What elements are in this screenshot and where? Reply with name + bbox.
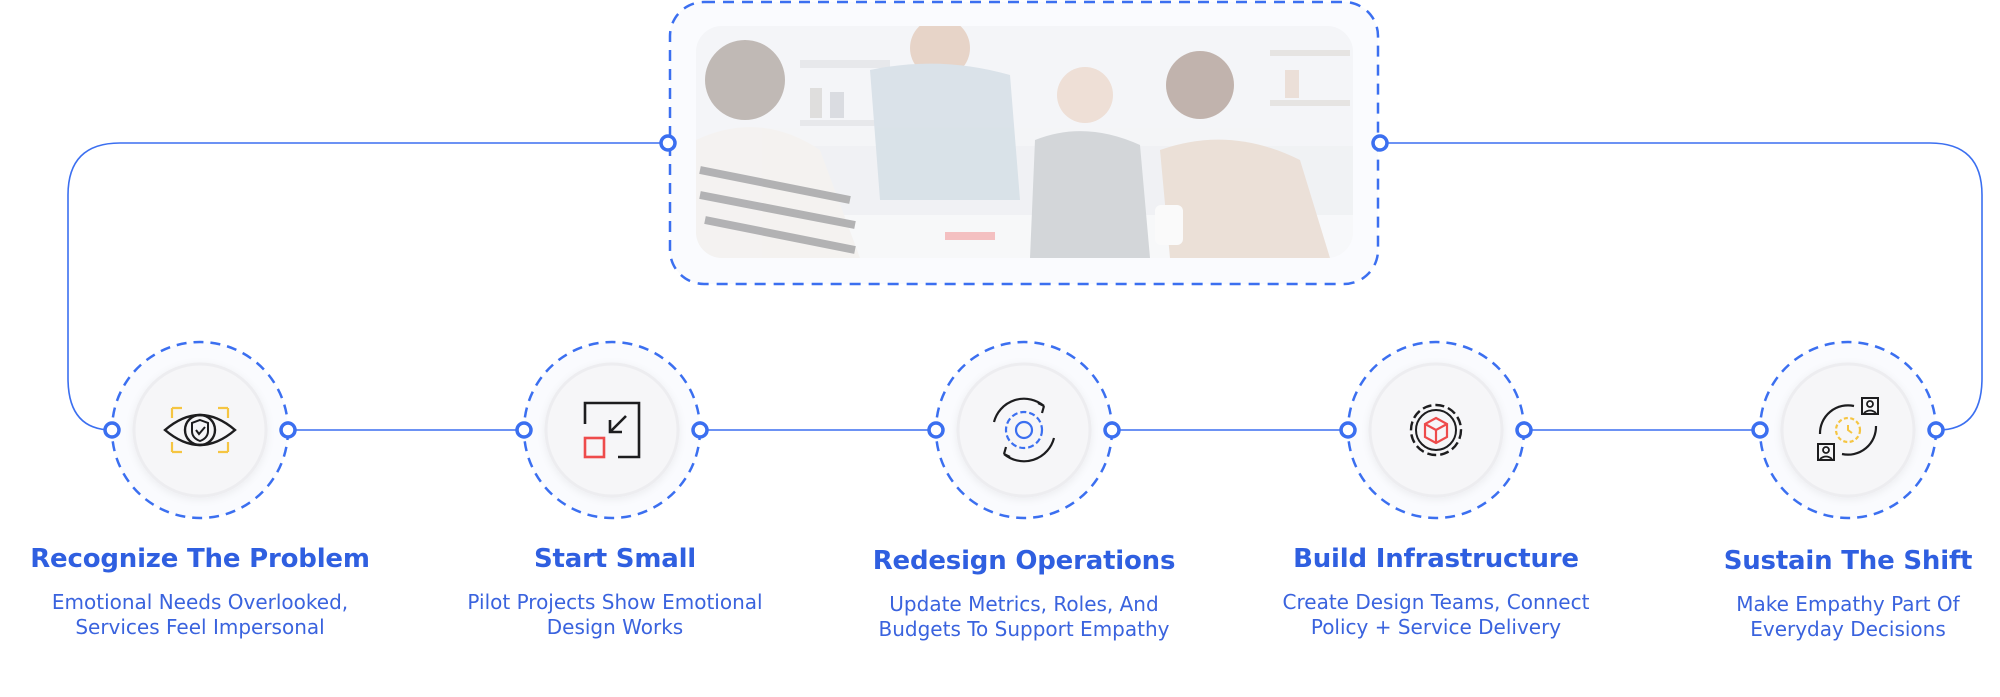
step-node-right — [1927, 421, 1945, 439]
connector-left-loop — [67, 142, 668, 431]
eye-shield-icon — [163, 406, 237, 454]
minimize-arrow-icon — [583, 401, 641, 459]
step-1: Recognize The Problem Emotional Needs Ov… — [10, 544, 390, 640]
step-title: Build Infrastructure — [1293, 544, 1579, 574]
step-description: Emotional Needs Overlooked, Services Fee… — [51, 590, 349, 639]
step-3: Redesign Operations Update Metrics, Role… — [834, 546, 1214, 642]
step-title: Recognize The Problem — [30, 544, 370, 574]
step-description: Update Metrics, Roles, And Budgets To Su… — [878, 592, 1170, 641]
step-node-left — [1751, 421, 1769, 439]
step-node-right — [1515, 421, 1533, 439]
step-description: Make Empathy Part Of Everyday Decisions — [1736, 592, 1960, 641]
gear-cube-icon — [1409, 403, 1463, 457]
step-4: Build Infrastructure Create Design Teams… — [1246, 544, 1626, 640]
step-icon-disc — [132, 362, 268, 498]
step-node-right — [691, 421, 709, 439]
step-5: Sustain The Shift Make Empathy Part Of E… — [1658, 546, 2000, 642]
connector-right-loop — [1380, 142, 1983, 431]
step-description: Pilot Projects Show Emotional Design Wor… — [467, 590, 763, 639]
team-meeting-photo — [696, 26, 1353, 258]
step-title: Sustain The Shift — [1723, 546, 1973, 576]
step-title: Start Small — [534, 544, 696, 574]
step-node-right — [279, 421, 297, 439]
step-2: Start Small Pilot Projects Show Emotiona… — [425, 544, 805, 640]
people-gear-cycle-icon — [1817, 397, 1879, 461]
photo-node-right — [1371, 134, 1389, 152]
step-description: Create Design Teams, Connect Policy + Se… — [1282, 590, 1590, 639]
step-node-left — [515, 421, 533, 439]
step-node-left — [103, 421, 121, 439]
step-node-left — [1339, 421, 1357, 439]
gear-cycle-icon — [992, 397, 1056, 463]
step-title: Redesign Operations — [872, 546, 1176, 576]
step-node-right — [1103, 421, 1121, 439]
step-icon-disc — [956, 362, 1092, 498]
photo-node-left — [659, 134, 677, 152]
step-node-left — [927, 421, 945, 439]
